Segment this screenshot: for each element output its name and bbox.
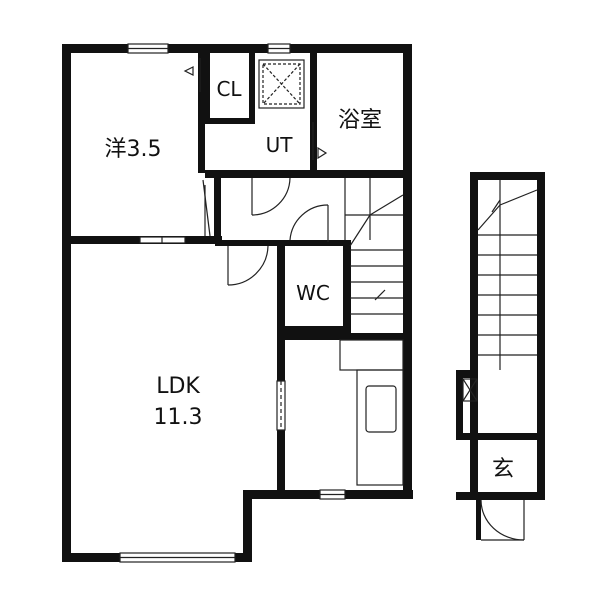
entrance-block [456,172,545,541]
room-label-utility: UT [266,133,294,157]
room-label-bathroom: 浴室 [338,108,382,133]
room-label-toilet: WC [296,281,330,305]
windows [119,43,346,563]
room-label-ldk: LDK [156,374,200,399]
fixtures [258,59,404,486]
room-label-western: 洋3.5 [105,137,162,162]
room-label-closet: CL [216,77,242,101]
room-label-entrance: 玄 [492,457,514,482]
room-label-ldk-size: 11.3 [154,405,203,430]
doors [183,58,329,286]
